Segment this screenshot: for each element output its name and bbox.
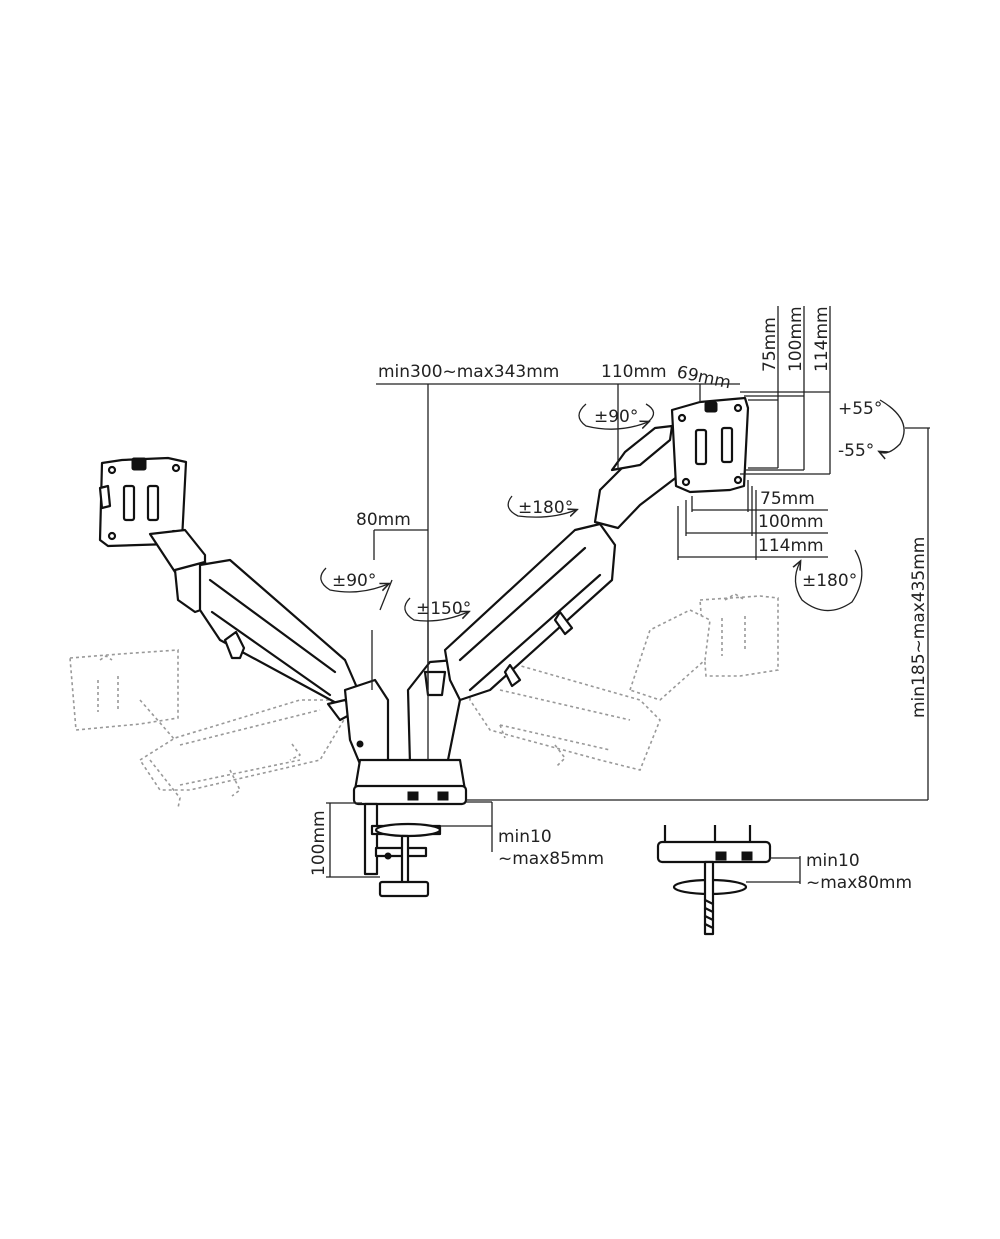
arm-swivel-upper-label: ±180° (518, 498, 573, 518)
grommet-mount (656, 825, 772, 936)
grommet-desk-line2: ~max80mm (806, 873, 912, 893)
right-vesa-plate (670, 396, 750, 494)
vesa-v-114: 114mm (812, 306, 832, 372)
tilt-up-label: +55° (838, 399, 882, 419)
offset-69-label: 69mm (675, 362, 733, 393)
right-arm (406, 424, 692, 766)
ghost-right-arm (469, 593, 779, 771)
ghost-left-arm (69, 649, 346, 809)
vesa-h-75: 75mm (760, 489, 815, 509)
offset-110-label: 110mm (601, 362, 667, 382)
rotate-label: ±180° (802, 571, 857, 591)
rotation-arrows (320, 399, 905, 622)
swivel-head-label: ±90° (594, 407, 638, 427)
arm-length-label: min300~max343mm (378, 362, 559, 382)
vesa-h-100: 100mm (758, 512, 824, 532)
base-swivel-label: ±150° (416, 599, 471, 619)
grommet-desk-line1: min10 (806, 851, 860, 871)
vesa-v-75: 75mm (760, 317, 780, 372)
clamp-desk-line1: min10 (498, 827, 552, 847)
dimension-lines (326, 306, 930, 884)
clamp-desk-line2: ~max85mm (498, 849, 604, 869)
left-arm (148, 528, 390, 766)
vesa-v-100: 100mm (786, 306, 806, 372)
base-clamp (352, 758, 468, 898)
pole-offset-label: 80mm (356, 510, 411, 530)
left-vesa-plate (98, 456, 188, 548)
vesa-h-114: 114mm (758, 536, 824, 556)
arm-swivel-lower-label: ±90° (332, 571, 376, 591)
tilt-down-label: -55° (838, 441, 874, 461)
height-range-label: min185~max435mm (909, 537, 929, 718)
clamp-height-label: 100mm (309, 810, 329, 876)
